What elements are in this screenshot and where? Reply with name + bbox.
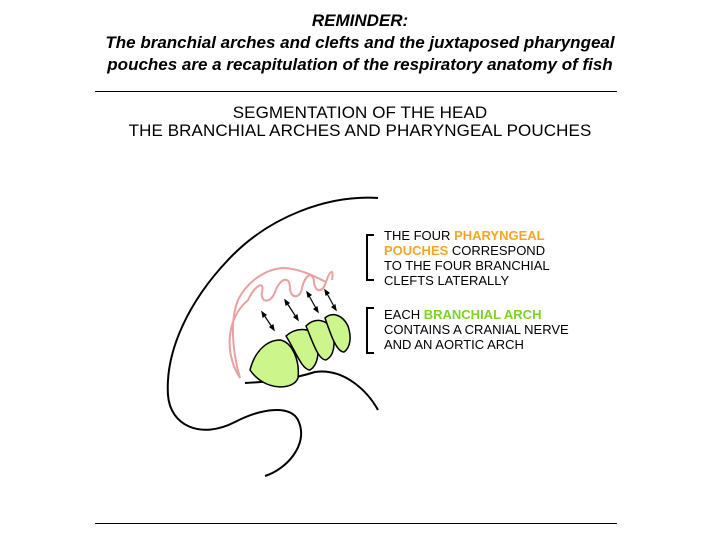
- reminder-title: REMINDER:: [311, 11, 409, 30]
- pouch-bracket: [366, 234, 374, 281]
- pouches-callout-prefix: THE FOUR: [384, 228, 455, 243]
- reminder-line-3: pouches are a recapitulation of the resp…: [107, 55, 613, 74]
- pouches-callout: THE FOUR PHARYNGEAL POUCHES CORRESPOND T…: [384, 228, 550, 288]
- reminder-line-2: The branchial arches and clefts and the …: [105, 33, 615, 52]
- pouches-label: POUCHES: [384, 243, 449, 258]
- pouches-callout-line-3: TO THE FOUR BRANCHIAL: [384, 258, 550, 273]
- diagram-title: SEGMENTATION OF THE HEAD THE BRANCHIAL A…: [0, 104, 720, 140]
- branchial-arch-2: [285, 328, 319, 371]
- pharyngeal-pouch-outline: [228, 266, 334, 379]
- reminder-header: REMINDER: The branchial arches and cleft…: [0, 10, 720, 76]
- pharyngeal-label: PHARYNGEAL: [454, 228, 545, 243]
- branchial-arch-4: [324, 313, 351, 353]
- branchial-arch-3: [305, 319, 335, 361]
- arch-bracket: [366, 307, 374, 354]
- branchial-arch-1: [249, 339, 300, 388]
- pouches-callout-line-4: CLEFTS LATERALLY: [384, 273, 510, 288]
- arch-callout-line-2: CONTAINS A CRANIAL NERVE: [384, 322, 569, 337]
- pouches-callout-correspond: CORRESPOND: [448, 243, 546, 258]
- arch-callout-line-3: AND AN AORTIC ARCH: [384, 337, 524, 352]
- arch-callout-prefix: EACH: [384, 307, 424, 322]
- pouch-cleft-arrows: [261, 288, 337, 332]
- diagram-title-line-2: THE BRANCHIAL ARCHES AND PHARYNGEAL POUC…: [128, 121, 592, 140]
- arch-callout: EACH BRANCHIAL ARCH CONTAINS A CRANIAL N…: [384, 307, 569, 352]
- top-divider: [95, 91, 617, 92]
- diagram-title-line-1: SEGMENTATION OF THE HEAD: [232, 103, 488, 122]
- embryo-outline: [166, 196, 379, 477]
- branchial-arch-label: BRANCHIAL ARCH: [423, 307, 542, 322]
- bottom-divider: [95, 523, 617, 524]
